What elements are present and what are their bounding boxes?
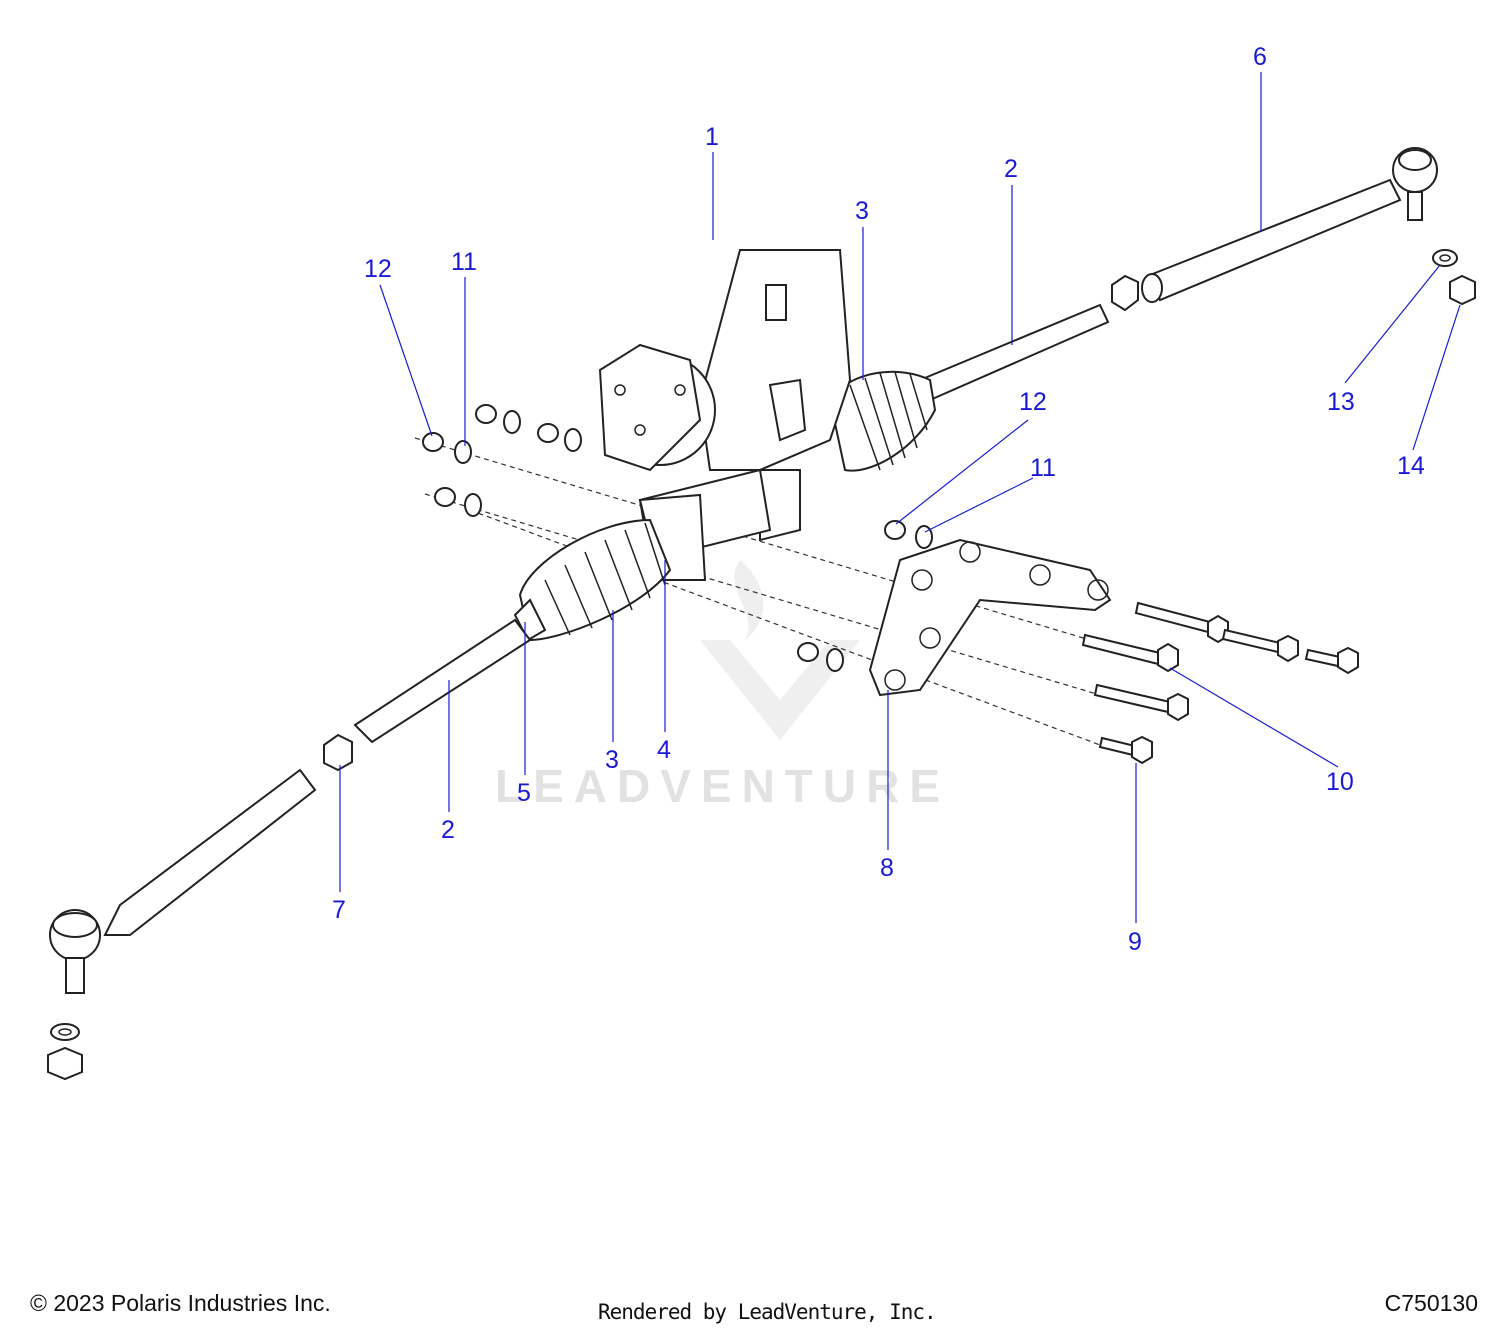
callout-2-lower: 2 xyxy=(441,816,455,844)
left-jam-nut xyxy=(323,733,353,772)
watermark-text: LEADVENTURE xyxy=(495,760,950,812)
callout-3-lower: 3 xyxy=(605,746,619,774)
left-washer xyxy=(50,1023,80,1041)
callout-11-right: 11 xyxy=(1030,454,1056,482)
left-nut xyxy=(47,1046,83,1081)
callout-2-upper: 2 xyxy=(1004,155,1018,183)
copyright-text: © 2023 Polaris Industries Inc. xyxy=(30,1290,331,1316)
left-tie-rod-end xyxy=(49,768,317,994)
callout-3-upper: 3 xyxy=(855,197,869,225)
callout-4: 4 xyxy=(657,736,671,764)
callout-11-left: 11 xyxy=(451,248,477,276)
callout-14: 14 xyxy=(1397,452,1425,480)
callout-12-right: 12 xyxy=(1019,388,1047,416)
mounting-bracket xyxy=(868,538,1112,697)
left-bellows-boot xyxy=(513,518,672,642)
callout-8: 8 xyxy=(880,854,894,882)
right-bellows-boot xyxy=(828,370,937,472)
left-inner-tie-rod xyxy=(353,618,532,744)
callout-5: 5 xyxy=(517,779,531,807)
callout-6: 6 xyxy=(1253,43,1267,71)
right-nut-14 xyxy=(1449,274,1476,306)
right-washer-13 xyxy=(1432,249,1458,267)
watermark-logo xyxy=(700,560,860,740)
callout-13: 13 xyxy=(1327,388,1355,416)
leader-lines xyxy=(339,72,1461,923)
right-tie-rod-end xyxy=(1141,147,1438,303)
upper-nuts-washers xyxy=(422,404,933,672)
right-inner-tie-rod xyxy=(918,303,1110,402)
callout-9: 9 xyxy=(1128,928,1142,956)
callout-1: 1 xyxy=(705,123,719,151)
callout-12-left: 12 xyxy=(364,255,392,283)
steering-gear-motor xyxy=(598,249,852,542)
bolts xyxy=(1081,601,1359,765)
right-jam-nut xyxy=(1111,274,1139,312)
callout-10: 10 xyxy=(1326,768,1354,796)
callout-7: 7 xyxy=(332,896,346,924)
callouts: 1 2 2 3 3 4 5 6 7 8 9 10 11 11 12 12 13 … xyxy=(332,43,1425,956)
diagram-code: C750130 xyxy=(1384,1290,1478,1316)
rendered-by-text: Rendered by LeadVenture, Inc. xyxy=(598,1300,937,1324)
